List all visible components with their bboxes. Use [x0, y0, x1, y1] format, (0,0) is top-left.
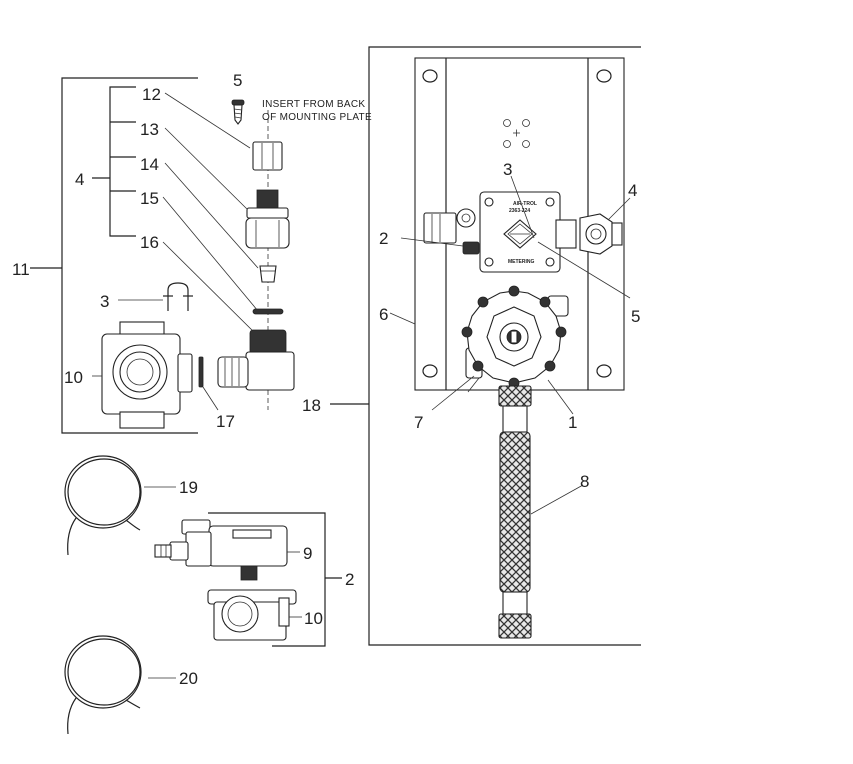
valve-body-part-9 [154, 519, 300, 581]
o-ring-part-15 [252, 308, 284, 315]
callout-8: 8 [580, 472, 589, 491]
fitting-part-13 [245, 189, 290, 249]
callout-16: 16 [140, 233, 159, 252]
braided-hose-part-8 [498, 385, 532, 639]
callout-4-right: 4 [628, 181, 637, 200]
callout-10-top: 10 [64, 368, 83, 387]
tubing-coil-part-20 [64, 635, 176, 735]
group-2-bracket [208, 512, 326, 647]
handwheel-part-1 [461, 285, 569, 393]
callout-1: 1 [568, 413, 577, 432]
leader-lines-right [400, 175, 631, 515]
callout-13: 13 [140, 120, 159, 139]
note-line-2: OF MOUNTING PLATE [262, 112, 372, 123]
metering-valve-assembly: AIR-TROL 2363-224 METERING [423, 191, 623, 273]
callout-19: 19 [179, 478, 198, 497]
valve-label-line1: AIR-TROL [513, 201, 537, 207]
callout-9: 9 [303, 544, 312, 563]
callout-18: 18 [302, 396, 321, 415]
callout-5-right: 5 [631, 307, 640, 326]
callout-12: 12 [142, 85, 161, 104]
callout-15: 15 [140, 189, 159, 208]
block-part-10-top [92, 321, 193, 429]
callout-2-bottom: 2 [345, 570, 354, 589]
nut-part-12 [252, 141, 283, 171]
group-4-bracket [92, 86, 136, 237]
callout-3-right: 3 [503, 160, 512, 179]
callout-5-top: 5 [233, 71, 242, 90]
leader-lines-12-16 [162, 92, 259, 335]
valve-label-line2: 2363-224 [509, 208, 530, 214]
screw-part-5 [231, 99, 245, 125]
group-11-bracket [30, 77, 198, 434]
callout-20: 20 [179, 669, 198, 688]
callout-3-left: 3 [100, 292, 109, 311]
callout-4-left: 4 [75, 170, 84, 189]
callout-7: 7 [414, 413, 423, 432]
block-part-10-bottom [207, 589, 302, 641]
elbow-connector-part-16 [217, 329, 295, 391]
group-18-frame [330, 46, 641, 646]
callout-14: 14 [140, 155, 159, 174]
valve-label-line3: METERING [508, 259, 535, 265]
callout-10-bottom: 10 [304, 609, 323, 628]
ferrule-part-14 [259, 265, 277, 283]
seal-part-17 [198, 356, 219, 411]
tubing-coil-part-19 [64, 455, 176, 556]
callout-17: 17 [216, 412, 235, 431]
callout-6: 6 [379, 305, 388, 324]
callout-2-right: 2 [379, 229, 388, 248]
clip-part-3 [118, 282, 193, 311]
callout-11: 11 [12, 260, 30, 279]
note-line-1: INSERT FROM BACK [262, 99, 365, 110]
